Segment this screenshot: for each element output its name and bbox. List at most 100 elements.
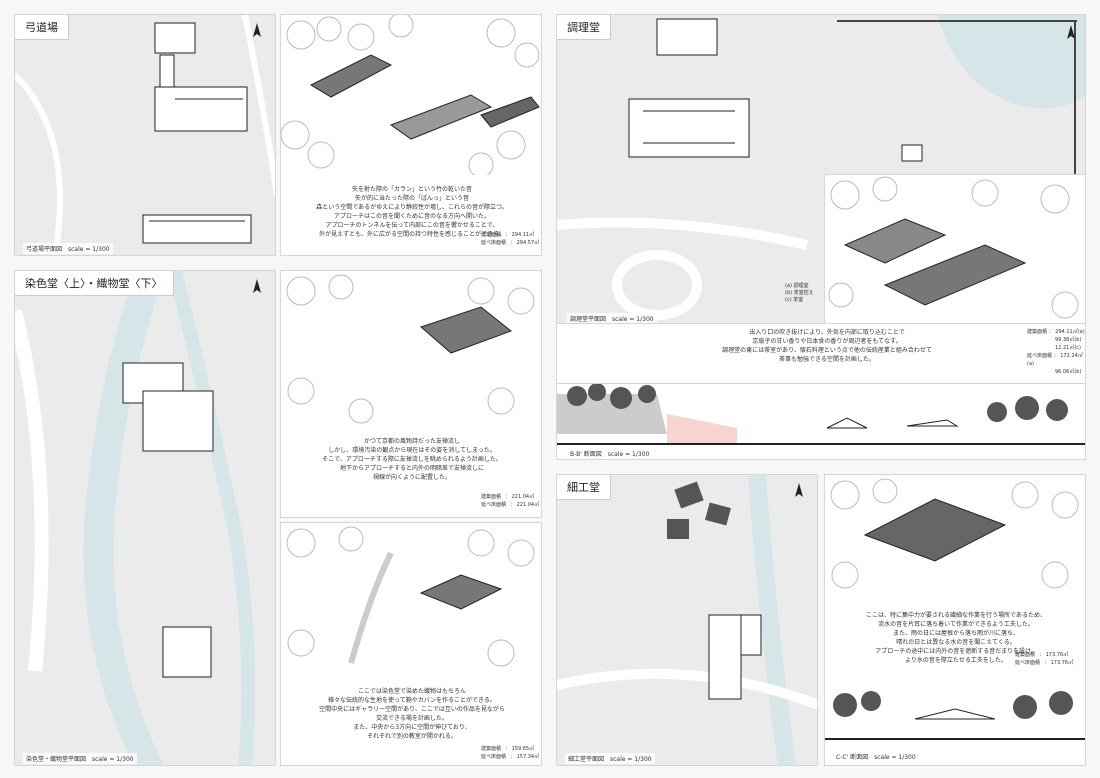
- desc-line: ここでは染色堂で染めた織物はもちろん: [357, 688, 466, 695]
- chourido-plan-drawing: [557, 15, 1085, 320]
- area-label: 建築面積: [481, 746, 502, 752]
- senshokudo-perspective1-drawing: [286, 274, 535, 424]
- senshokudo-perspective1-panel: かつて京都の風物詩だった友禅流し しかし、環境汚染の観点から現在はその姿を消して…: [280, 270, 542, 518]
- kyudojo-plan-drawing: [15, 15, 275, 255]
- saikudo-section-caption: C-C' 断面図 scale = 1/300: [833, 751, 919, 762]
- area-value: ： 173.76㎡: [1044, 660, 1074, 666]
- saikudo-plan-drawing: [557, 475, 817, 765]
- north-arrow-icon: [793, 483, 805, 501]
- senshokudo-title: 染色堂〈上〉・織物堂〈下〉: [15, 271, 174, 296]
- saikudo-plan-caption: 細工堂平面図 scale = 1/300: [565, 753, 655, 764]
- desc-line: 交流できる場を計画した。: [376, 715, 448, 722]
- legend-item: (a) 調理室: [785, 283, 809, 289]
- kyudojo-perspective-panel: 矢を射た際の「カラン」という竹の乾いた音 矢が的に当たった際の「ぱんっ」という音…: [280, 14, 542, 256]
- desc-line: また、雨の日には屋根から落ち雨が川に落ち、: [892, 630, 1019, 637]
- chourido-legend: (a) 調理室 (b) 茶室控え (c) 茶室: [785, 283, 814, 304]
- chourido-plan-panel: 調理堂 (a) 調理室 (b) 茶室控え (c) 茶室 調理堂平面図 scale…: [556, 14, 1086, 324]
- kyudojo-plan-panel: 弓道場 弓道場平面図 scale = 1/300: [14, 14, 276, 256]
- chourido-perspective-drawing: [828, 176, 1079, 319]
- area-label: 延べ床面積: [481, 754, 507, 760]
- legend-item: (c) 茶室: [785, 297, 804, 303]
- desc-line: アプローチはこの音を聞くために音のなる方向へ開いた。: [333, 213, 490, 220]
- area-value: ： 221.04㎡: [505, 494, 535, 500]
- chourido-title: 調理堂: [557, 15, 611, 40]
- desc-line: 出入り口の吹き抜けにより、外気を内部に取り込むことで: [749, 329, 905, 336]
- desc-line: 空間中央にはギャラリー空間があり、ここでは互いの作品を見ながら: [319, 706, 505, 713]
- saikudo-areas: 建築面積： 173.76㎡ 延べ床面積： 173.76㎡: [1015, 651, 1073, 667]
- desc-line: 地下からアプローチすると内外の明暗差で友禅流しに: [339, 465, 484, 472]
- area-label: 建築面積: [1027, 329, 1048, 335]
- chourido-perspective-panel: [824, 174, 1086, 324]
- saikudo-section-drawing: [825, 691, 1085, 740]
- saikudo-description: ここは、特に集中力が要される繊細な作業を行う場所であるため、 流水の音を片耳に落…: [825, 611, 1085, 665]
- desc-line: 茶事も勉強できる空間を計画した。: [779, 356, 875, 363]
- desc-line: 視線が向くように配置した。: [372, 474, 451, 481]
- area-value: ： 159.65㎡: [505, 746, 535, 752]
- senshokudo-plan-panel: 染色堂〈上〉・織物堂〈下〉 染色堂・織物堂平面図 scale = 1/300: [14, 270, 276, 766]
- desc-line: アプローチの途中には内外の音を遮断する音だまりを設け、: [875, 648, 1037, 655]
- desc-line: 流水の音を片耳に落ち着いて作業ができるよう工夫した。: [878, 621, 1034, 628]
- kyudojo-description: 矢を射た際の「カラン」という竹の乾いた音 矢が的に当たった際の「ぱんっ」という音…: [281, 185, 541, 239]
- desc-line: より水の音を際立たせる工夫をした。: [905, 657, 1007, 664]
- desc-line: アプローチのトンネルを伝って内部にこの音を響かせることで、: [325, 222, 499, 229]
- desc-line: 矢を射た際の「カラン」という竹の乾いた音: [351, 186, 472, 193]
- area-label: 建築面積: [481, 232, 502, 238]
- saikudo-plan-panel: 細工堂 細工堂平面図 scale = 1/300: [556, 474, 818, 766]
- area-value: 12.21㎡(c): [1055, 345, 1081, 351]
- chourido-text-panel: 出入り口の吹き抜けにより、外気を内部に取り込むことで 京扇子の甘い香りや日本食の…: [556, 324, 1086, 384]
- desc-line: かつて京都の風物詩だった友禅流し: [363, 438, 460, 445]
- desc-line: 外が見えずとも、外に広がる空間の持つ特性を感じることができる。: [319, 231, 505, 238]
- desc-line: それぞれで別の教室が開かれる。: [367, 733, 457, 740]
- senshokudo-description2: ここでは染色堂で染めた織物はもちろん 様々な伝統的な生地を使って鞄やカバンを作る…: [281, 687, 541, 741]
- senshokudo-description1: かつて京都の風物詩だった友禅流し しかし、環境汚染の観点から現在はその姿を消して…: [281, 437, 541, 482]
- desc-line: 京扇子の甘い香りや日本食の香りが周辺者をもてなす。: [752, 338, 902, 345]
- chourido-section-panel: B-B' 断面図 scale = 1/300: [556, 384, 1086, 460]
- area-value: ： 157.34㎡: [510, 754, 540, 760]
- area-label: 建築面積: [481, 494, 502, 500]
- desc-line: 様々な伝統的な生地を使って鞄やカバンを作ることができる。: [328, 697, 496, 704]
- saikudo-title: 細工堂: [557, 475, 611, 500]
- area-label: 建築面積: [1015, 652, 1036, 658]
- desc-line: 矢が的に当たった際の「ぱんっ」という音: [354, 195, 469, 202]
- desc-line: 調理堂の東には茶室があり、懐石料理という点で他の伝統産業と組み合わせて: [722, 347, 932, 354]
- area-value: ： 173.76㎡: [1039, 652, 1069, 658]
- chourido-description: 出入り口の吹き抜けにより、外気を内部に取り込むことで 京扇子の甘い香りや日本食の…: [677, 328, 977, 364]
- senshokudo-perspective2-drawing: [286, 526, 535, 667]
- desc-line: 晴れの日とは異なる水の音を聞こえてくる。: [896, 639, 1016, 646]
- chourido-areas: 建築面積 ： 294.11㎡(a) 99.38㎡(b) 12.21㎡(c) 延べ…: [1027, 328, 1085, 376]
- area-label: 延べ床面積: [481, 240, 507, 246]
- area-value: 96.06㎡(b): [1055, 369, 1082, 375]
- kyudojo-title: 弓道場: [15, 15, 69, 40]
- area-value: ： 221.04㎡: [510, 502, 540, 508]
- area-label: 延べ床面積: [1027, 353, 1053, 359]
- kyudojo-perspective-drawing: [281, 15, 540, 175]
- area-label: 延べ床面積: [1015, 660, 1041, 666]
- kyudojo-areas: 建築面積： 294.11㎡ 延べ床面積： 294.57㎡: [481, 231, 539, 247]
- senshokudo-plan-caption: 染色堂・織物堂平面図 scale = 1/300: [23, 753, 137, 764]
- north-arrow-icon: [251, 279, 263, 297]
- chourido-section-caption: B-B' 断面図 scale = 1/300: [567, 448, 653, 459]
- desc-line: また、中央から3方向に空間が伸びており、: [353, 724, 471, 731]
- saikudo-perspective-drawing: [830, 478, 1079, 589]
- legend-item: (b) 茶室控え: [785, 290, 814, 296]
- desc-line: ここは、特に集中力が要される繊細な作業を行う場所であるため、: [866, 612, 1046, 619]
- north-arrow-icon: [251, 23, 263, 41]
- senshokudo-areas1: 建築面積： 221.04㎡ 延べ床面積： 221.04㎡: [481, 493, 539, 509]
- area-value: ： 294.57㎡: [510, 240, 540, 246]
- desc-line: しかし、環境汚染の観点から現在はその姿を消してしまった。: [328, 447, 496, 454]
- senshokudo-plan-drawing: [15, 271, 256, 765]
- saikudo-perspective-panel: ここは、特に集中力が要される繊細な作業を行う場所であるため、 流水の音を片耳に落…: [824, 474, 1086, 766]
- north-arrow-icon: [1065, 25, 1077, 43]
- area-label: 延べ床面積: [481, 502, 507, 508]
- kyudojo-plan-caption: 弓道場平面図 scale = 1/300: [23, 243, 113, 254]
- chourido-section-drawing: [557, 384, 1085, 445]
- chourido-plan-caption: 調理堂平面図 scale = 1/300: [567, 313, 657, 323]
- senshokudo-perspective2-panel: ここでは染色堂で染めた織物はもちろん 様々な伝統的な生地を使って鞄やカバンを作る…: [280, 522, 542, 766]
- area-value: ： 294.11㎡(a): [1048, 329, 1085, 335]
- area-value: ： 172.24㎡(a): [1027, 353, 1083, 367]
- area-value: ： 294.11㎡: [505, 232, 535, 238]
- senshokudo-areas2: 建築面積： 159.65㎡ 延べ床面積： 157.34㎡: [481, 745, 539, 761]
- desc-line: そこで、アプローチする際に友禅流しを眺められるよう計画した。: [322, 456, 502, 463]
- area-value: 99.38㎡(b): [1055, 337, 1082, 343]
- desc-line: 森という空間であるがゆえにより静寂性が増し、これらの音が際立つ。: [316, 204, 508, 211]
